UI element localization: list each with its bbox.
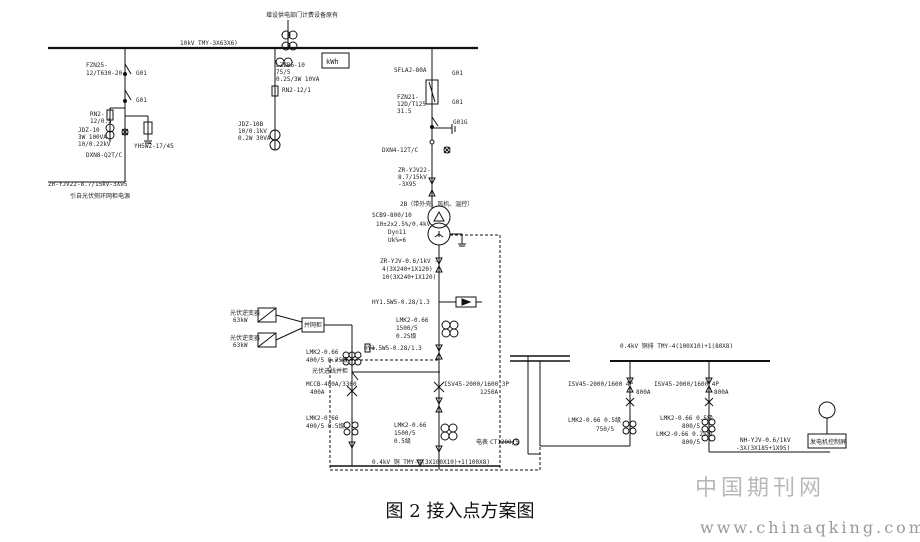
lmk-f-label-2: 800/5: [682, 423, 700, 430]
jdz-mid-label-3: 0.2W 30VA: [238, 135, 271, 142]
dashed-boundary: [450, 234, 501, 470]
lmk-b-label: LMK2-0.66: [306, 349, 339, 356]
hy-label: HY1.5W5-0.28/1.3: [372, 299, 430, 306]
nh-label-2: -3X(3X185+1X95): [736, 445, 790, 452]
rn2-label: RN2-12/1: [282, 87, 311, 94]
generator-symbol: [818, 401, 836, 419]
fzn-right-label-3: 31.5: [397, 108, 412, 115]
rn-left-label: RN2-: [90, 111, 104, 118]
g01-right-label-2: G01: [452, 99, 463, 106]
fzn-right-label-2: 12D/T125-: [397, 101, 430, 108]
g01-label-1: G01: [136, 70, 147, 77]
lzz-label-2: 75/5: [276, 69, 291, 76]
combiner-label: 并网柜: [304, 321, 322, 329]
load-note: 发电机控制屏: [810, 438, 846, 446]
lv-bus-right-label: 0.4kV 铜排 TMY-4(100X10)+1(80X8): [620, 342, 733, 350]
left-pt-symbol: [105, 123, 115, 133]
jdz-left-label-2: 3W 100VA: [78, 134, 107, 141]
lsv-main-label: ISV45-2000/1600 3P: [444, 381, 509, 388]
kwh-meter-box: [321, 52, 350, 69]
lmk-a-label-2: 1500/5: [396, 325, 418, 332]
lzz-label: LZZB6-10: [276, 62, 305, 69]
fzn-left-label: FZN25-: [86, 62, 108, 69]
figure-caption: 图 2 接入点方案图: [385, 501, 535, 522]
g01g-label: G01G: [453, 119, 468, 126]
zr-yjv-label-2: 8.7/15kV: [398, 174, 427, 181]
inverter-2-rating: 63kW: [233, 342, 248, 349]
ct-label: CT1200/5: [490, 439, 519, 446]
hy2-label: HY1.5W5-0.28/1.3: [364, 345, 422, 352]
lmk-d-label-3: 0.5级: [394, 437, 411, 445]
metering-note: 增设供电部门计费设备原有: [266, 11, 338, 19]
isv-right-1-label: ISV45-2000/1600 4P: [568, 381, 633, 388]
inverter-2-label: 光伏逆变器: [230, 334, 260, 342]
scb-label-2: 10±2x2.5%/0.4kV: [376, 221, 431, 228]
isv-right-2-rating: 800A: [714, 389, 729, 396]
lmk-e-label: LMK2-0.66 0.5级: [568, 416, 621, 424]
lsv-main-label-2: 1250A: [480, 389, 498, 396]
cable-left-label: ZR-YJV22-8.7/15kV-3X95: [48, 181, 128, 188]
g01-right-label: G01: [452, 70, 463, 77]
lmk-a-label-3: 0.2S级: [396, 332, 416, 340]
dxn-right-label: DXN4-12T/C: [382, 147, 419, 154]
jdz-left-label-3: 10/0.22kV: [78, 141, 111, 148]
nh-label: NH-YJV-0.6/1kV: [740, 437, 791, 444]
rn-left-label-2: 12/0.5: [90, 118, 112, 125]
zr-yjv-label: ZR-YJV22-: [398, 167, 431, 174]
yh-label: YH5WZ-17/45: [134, 143, 174, 150]
lmk-d-label-2: 1500/5: [394, 430, 416, 437]
transformer-primary-winding: [427, 205, 451, 229]
zr-lv-label: ZR-YJV-0.6/1kV -: [380, 258, 438, 265]
lzz-label-3: 0.2S/3W 10VA: [276, 76, 320, 83]
fzn-right-label: FZN21-: [397, 94, 419, 101]
lmk-e-label-2: 750/5: [596, 426, 614, 433]
scb-label-3: Dyn11: [388, 229, 406, 236]
lmk-c-label-2: 400/5 0.5级: [306, 422, 345, 430]
isv-right-1-rating: 800A: [636, 389, 651, 396]
inverter-1-rating: 63kW: [233, 317, 248, 324]
mccb-label-2: 400A: [310, 389, 325, 396]
mccb-label: MCCB-400A/3300: [306, 381, 357, 388]
transformer-note: 2B（带外壳、风机、温控）: [400, 200, 473, 208]
metering-ct-symbol: [281, 30, 291, 40]
jdz-mid-label-2: 10/0.1kV: [238, 128, 267, 135]
lmk-b-label-2: 400/5 0.2S级: [306, 356, 348, 364]
lmk-g-label-2: 800/5: [682, 439, 700, 446]
fuse-note: 光伏进线并柜: [312, 367, 348, 375]
zr-yjv-label-3: -3X95: [398, 181, 416, 188]
scb-label: SCB9-800/10: [372, 212, 412, 219]
jdz-left-label: JDZ-10: [78, 127, 100, 134]
lv-bus-label: 0.4kV 铜 TMY-4(3X100X10)+1(100X8): [372, 458, 490, 466]
zr-lv-label-3: 10(3X240+1X120): [382, 274, 436, 281]
sflaj-label: SFLAJ-80A: [394, 67, 427, 74]
jdz-mid-label: JDZ-10B: [238, 121, 264, 128]
lmk-c-label: LMK2-0.66: [306, 415, 339, 422]
scb-label-4: Uk%=6: [388, 237, 406, 244]
left-note: 引自光伏侧环网柜电源: [70, 192, 130, 200]
lmk-a-label: LMK2-0.66: [396, 317, 429, 324]
inverter-1-label: 光伏逆变器: [230, 309, 260, 317]
lmk-f-label: LMK2-0.66 0.5级: [660, 414, 713, 422]
g01-label-2: G01: [136, 97, 147, 104]
fzn-left-label-2: 12/T630-20: [86, 70, 123, 77]
dxn-label: DXN8-Q2T/C: [86, 152, 123, 159]
lmk-d-label: LMK2-0.66: [394, 422, 427, 429]
isv-right-2-label: ISV45-2000/1600 4P: [654, 381, 719, 388]
zr-lv-label-2: 4(3X240+1X120): [382, 266, 433, 273]
meter-note: 电表: [476, 438, 488, 446]
watermark-cn: 中国期刊网: [695, 476, 826, 501]
lmk-g-label: LMK2-0.66 0.2S级: [656, 430, 713, 438]
watermark-url: www.chinaqking.com: [700, 518, 920, 537]
bus-10kv-label: 10kV TMY-3X63X6): [180, 40, 238, 47]
kwh-label: kWh: [326, 58, 339, 66]
